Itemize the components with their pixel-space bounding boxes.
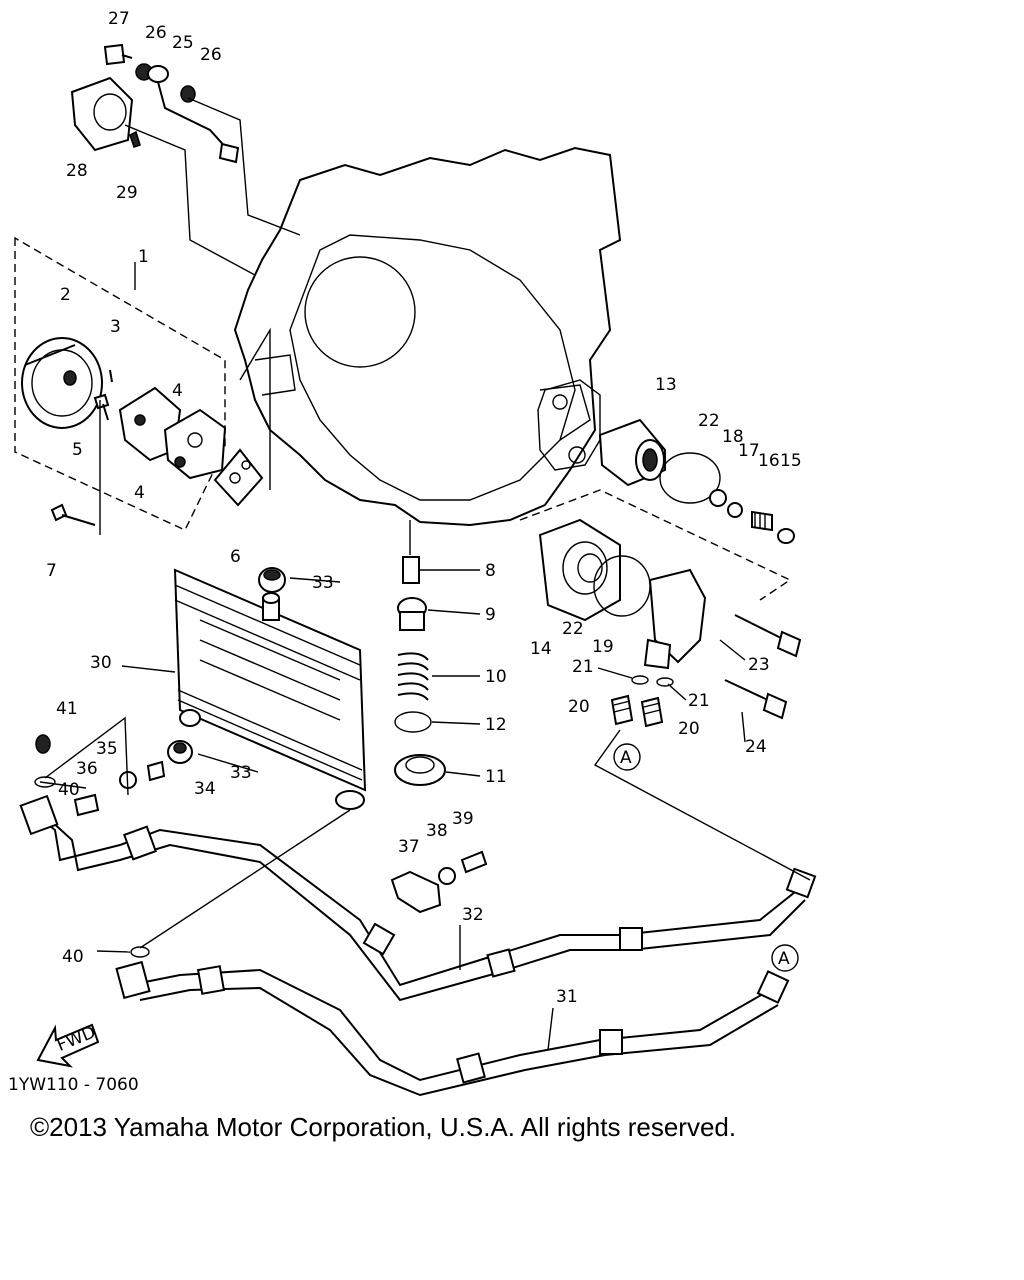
hose-fittings — [610, 675, 674, 728]
label-31: 31 — [556, 987, 578, 1007]
label-21b: 21 — [688, 691, 710, 711]
label-29: 29 — [116, 183, 138, 203]
label-32: 32 — [462, 905, 484, 925]
label-33b: 33 — [230, 763, 252, 783]
drawing-code: 1YW110 - 7060 — [8, 1075, 139, 1095]
label-26b: 26 — [200, 45, 222, 65]
label-11: 11 — [485, 767, 507, 787]
pump-screw — [93, 393, 110, 421]
reference-marker-a-upper: A — [613, 743, 641, 771]
label-30: 30 — [90, 653, 112, 673]
label-14: 14 — [530, 639, 552, 659]
label-39: 39 — [452, 809, 474, 829]
label-leaders — [39, 569, 746, 1051]
oil-pump-gear — [21, 337, 103, 429]
label-20a: 20 — [568, 697, 590, 717]
label-22b: 22 — [562, 619, 584, 639]
label-10: 10 — [485, 667, 507, 687]
label-27: 27 — [108, 9, 130, 29]
reference-marker-a-lower: A — [771, 944, 799, 972]
label-8: 8 — [485, 561, 496, 581]
label-26a: 26 — [145, 23, 167, 43]
washer-40-lower — [130, 946, 150, 958]
cover-bolts — [724, 614, 802, 720]
label-2: 2 — [60, 285, 71, 305]
relief-parts-stack — [394, 520, 446, 786]
top-fittings — [70, 43, 240, 164]
label-19: 19 — [592, 637, 614, 657]
label-13: 13 — [655, 375, 677, 395]
hose-clamp — [390, 850, 488, 914]
label-3: 3 — [110, 317, 121, 337]
oil-hoses — [19, 794, 817, 1097]
oil-filter-element — [598, 418, 666, 487]
label-35: 35 — [96, 739, 118, 759]
marker-a-upper-label: A — [620, 748, 632, 768]
oil-cooler — [173, 568, 367, 810]
leader-pump-2 — [239, 327, 271, 490]
leader-a-upper — [593, 729, 811, 881]
oil-pump-body — [118, 386, 227, 480]
label-37: 37 — [398, 837, 420, 857]
exploded-parts-diagram: FWD 27 26 25 26 28 29 1 2 3 5 4 4 6 7 13… — [8, 9, 817, 1097]
leader-top-2 — [124, 124, 256, 276]
pump-plate — [213, 448, 264, 507]
label-33a: 33 — [312, 573, 334, 593]
copyright-notice: ©2013 Yamaha Motor Corporation, U.S.A. A… — [30, 1112, 737, 1142]
o-ring-upper — [659, 452, 721, 504]
label-24: 24 — [745, 737, 767, 757]
part-labels: 27 26 25 26 28 29 1 2 3 5 4 4 6 7 13 22 … — [46, 9, 802, 1007]
label-4b: 4 — [134, 483, 145, 503]
label-7: 7 — [46, 561, 57, 581]
label-21a: 21 — [572, 657, 594, 677]
label-12: 12 — [485, 715, 507, 735]
label-6: 6 — [230, 547, 241, 567]
label-17: 17 — [738, 441, 760, 461]
label-20b: 20 — [678, 719, 700, 739]
label-4a: 4 — [172, 381, 183, 401]
label-16: 16 — [758, 451, 780, 471]
label-9: 9 — [485, 605, 496, 625]
filter-cover — [519, 489, 792, 670]
cooler-mount-parts — [34, 567, 286, 817]
label-1: 1 — [138, 247, 149, 267]
fwd-arrow-icon: FWD — [36, 1022, 100, 1068]
label-23: 23 — [748, 655, 770, 675]
label-34: 34 — [194, 779, 216, 799]
leader-top-1 — [187, 97, 301, 236]
label-22a: 22 — [698, 411, 720, 431]
label-28: 28 — [66, 161, 88, 181]
relief-valve-parts — [709, 489, 795, 544]
filter-gasket — [537, 379, 601, 471]
label-41: 41 — [56, 699, 78, 719]
label-40a: 40 — [58, 780, 80, 800]
label-36: 36 — [76, 759, 98, 779]
oil-pump-group-bracket — [14, 236, 226, 531]
label-25: 25 — [172, 33, 194, 53]
label-38: 38 — [426, 821, 448, 841]
label-18: 18 — [722, 427, 744, 447]
label-40b: 40 — [62, 947, 84, 967]
marker-a-lower-label: A — [778, 949, 790, 969]
label-5: 5 — [72, 440, 83, 460]
pin — [109, 369, 113, 383]
pump-bolt — [50, 503, 96, 526]
label-15: 15 — [780, 451, 802, 471]
leader-40-lower — [139, 809, 351, 949]
crankcase-cover — [233, 146, 622, 527]
